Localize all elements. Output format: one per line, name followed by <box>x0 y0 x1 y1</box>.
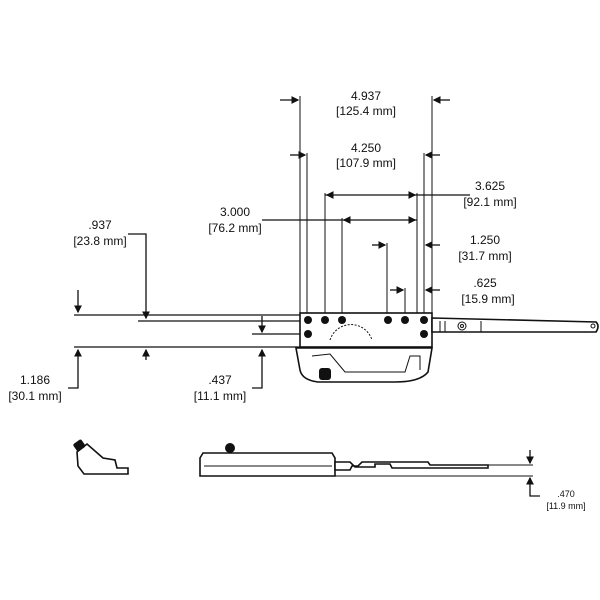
dimension-labels: 4.937 [125.4 mm] 4.250 [107.9 mm] 3.625 … <box>8 89 585 511</box>
dim-arm-height-inch: .470 <box>557 489 575 499</box>
dim-hole-span-b-mm: [76.2 mm] <box>208 221 261 235</box>
dim-arm-height-mm: [11.9 mm] <box>546 501 585 511</box>
dim-overall-width-mm: [125.4 mm] <box>336 104 396 118</box>
operator-side-view <box>199 443 540 497</box>
dimension-arrows <box>68 96 470 389</box>
dim-arm-offset-inch: .937 <box>88 218 112 232</box>
dim-hole-span-c-mm: [31.7 mm] <box>458 249 511 263</box>
operator-end-view <box>73 439 129 475</box>
dim-base-height-mm: [11.1 mm] <box>194 389 246 403</box>
dim-inner-width-inch: 4.250 <box>351 141 381 155</box>
dim-hole-span-d-inch: .625 <box>473 276 497 290</box>
dim-total-height-inch: 1.186 <box>20 373 50 387</box>
dim-arm-offset-mm: [23.8 mm] <box>73 234 126 248</box>
dim-inner-width-mm: [107.9 mm] <box>336 156 396 170</box>
operator-top-view <box>295 312 599 383</box>
dim-total-height-mm: [30.1 mm] <box>8 389 61 403</box>
rivets <box>304 316 428 338</box>
dim-overall-width-inch: 4.937 <box>351 89 381 103</box>
dim-hole-span-a-mm: [92.1 mm] <box>463 195 516 209</box>
dim-base-height-inch: .437 <box>208 373 232 387</box>
dim-hole-span-c-inch: 1.250 <box>470 233 500 247</box>
reference-lines <box>74 314 300 348</box>
extension-lines <box>299 96 433 318</box>
dim-hole-span-a-inch: 3.625 <box>475 179 505 193</box>
dim-hole-span-d-mm: [15.9 mm] <box>461 292 514 306</box>
dim-hole-span-b-inch: 3.000 <box>220 205 250 219</box>
